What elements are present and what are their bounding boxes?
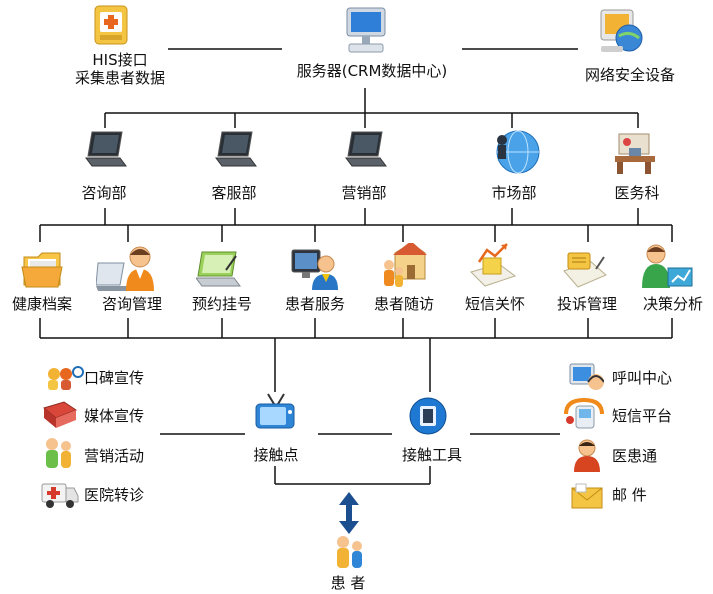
right-channel-label: 呼叫中心 xyxy=(612,369,673,387)
server-label: 服务器(CRM数据中心) xyxy=(296,62,448,80)
appointment-laptop-icon xyxy=(196,251,241,287)
dept-label: 医务科 xyxy=(614,184,660,202)
function-label: 咨询管理 xyxy=(101,295,163,313)
server-monitor-icon xyxy=(346,7,386,53)
sms-chart-icon xyxy=(470,243,517,287)
right-channel-label: 短信平台 xyxy=(612,407,673,425)
complaint-notebook-icon xyxy=(563,252,607,288)
word-of-mouth-icon xyxy=(48,366,84,390)
marketing-people-icon xyxy=(46,438,71,468)
consultant-laptop-icon xyxy=(96,246,154,291)
function-label: 患者服务 xyxy=(284,295,346,313)
function-label: 预约挂号 xyxy=(191,295,253,313)
dept-label: 营销部 xyxy=(341,184,387,202)
mail-icon xyxy=(571,483,603,509)
touch-point-label: 接触点 xyxy=(253,446,299,464)
function-label: 短信关怀 xyxy=(464,295,526,313)
dept-label: 咨询部 xyxy=(81,184,127,202)
his-label-line2: 采集患者数据 xyxy=(74,69,166,87)
folder-icon xyxy=(21,252,63,288)
left-channel-label: 医院转诊 xyxy=(84,486,145,504)
call-center-icon xyxy=(569,363,604,390)
patient-people-icon xyxy=(337,536,362,568)
decision-presenter-icon xyxy=(642,244,693,288)
dept-label: 市场部 xyxy=(491,184,537,202)
touch-tool-icon xyxy=(409,397,447,435)
function-label: 决策分析 xyxy=(642,295,704,313)
function-label: 健康档案 xyxy=(11,295,73,313)
laptop-icon xyxy=(215,131,257,167)
left-channel-label: 口碑宣传 xyxy=(84,369,145,387)
sms-platform-icon xyxy=(564,397,604,429)
market-globe-icon xyxy=(496,130,540,174)
dept-label: 客服部 xyxy=(211,184,257,202)
left-channel-label: 媒体宣传 xyxy=(84,407,145,425)
left-channel-label: 营销活动 xyxy=(84,447,145,465)
touch-point-tv-icon xyxy=(255,393,295,429)
medical-desk-icon xyxy=(615,133,655,174)
right-channel-label: 邮 件 xyxy=(612,486,647,504)
function-label: 患者随访 xyxy=(373,295,435,313)
house-people-icon xyxy=(384,243,427,287)
double-arrow-icon xyxy=(339,492,359,534)
his-interface-label: HIS接口 采集患者数据 xyxy=(75,51,165,87)
media-book-icon xyxy=(42,401,78,428)
right-channel-label: 医患通 xyxy=(612,447,658,465)
touch-tool-label: 接触工具 xyxy=(401,446,463,464)
function-label: 投诉管理 xyxy=(556,295,618,313)
security-label: 网络安全设备 xyxy=(584,66,676,84)
service-computer-icon xyxy=(291,249,338,290)
security-device-icon xyxy=(600,9,643,52)
ambulance-icon xyxy=(41,483,79,508)
his-box-icon xyxy=(94,5,128,45)
doctor-patient-icon xyxy=(574,439,600,472)
his-label-line1: HIS接口 xyxy=(92,51,148,69)
laptop-icon xyxy=(85,131,127,167)
laptop-icon xyxy=(345,131,387,167)
patient-label: 患 者 xyxy=(330,574,366,592)
